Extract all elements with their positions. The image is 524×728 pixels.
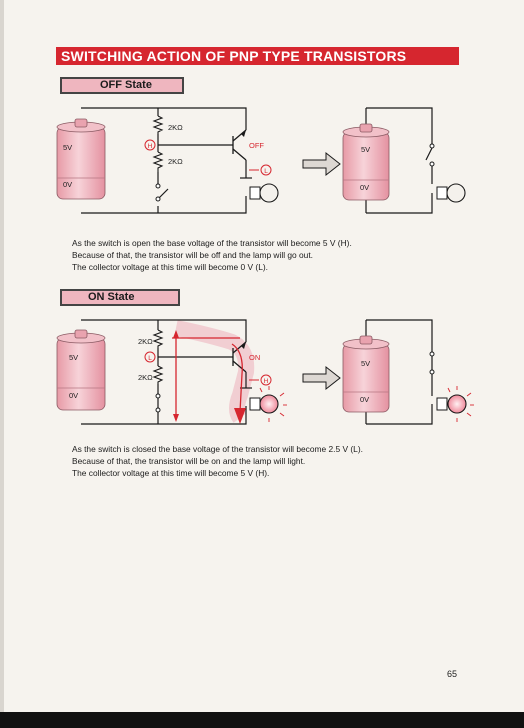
on-transistor-arrow [241,342,246,349]
off-battery [56,118,106,200]
on-switch-pivot [155,407,161,413]
off-transistor-arrow [241,130,246,137]
on-description-line-2: Because of that, the transistor will be … [72,456,306,466]
off-resistor-bottom-label: 2KΩ [168,157,183,166]
on-current-arrow-main [234,408,246,424]
off-battery-bottom-label: 0V [63,180,72,189]
on-lamp-socket [249,397,261,411]
on-lamp [259,394,279,414]
on-result-lamp [447,394,467,414]
on-description-line-3: The collector voltage at this time will … [72,468,270,478]
on-resistor-bottom-label: 2KΩ [138,373,153,382]
on-state-description: As the switch is closed the base voltage… [72,443,363,479]
on-current-arrow-up [173,330,179,338]
off-collector-marker [260,164,272,176]
on-transistor-status: ON [249,353,260,362]
off-result-battery-top-label: 5V [361,145,370,154]
on-result-arrow [302,365,341,391]
off-result-battery [342,123,390,201]
off-result-wires [365,107,433,214]
off-battery-top-label: 5V [63,143,72,152]
on-circuit-wires [81,319,252,425]
off-result-lamp-socket [436,186,448,200]
page-title: SWITCHING ACTION OF PNP TYPE TRANSISTORS [56,47,459,65]
on-current-arrow-down [173,414,179,422]
on-state-label: ON State [60,289,180,306]
on-resistor-top-label: 2KΩ [138,337,153,346]
on-collector-marker [260,374,272,386]
on-result-switch-bottom [429,369,435,375]
off-resistor-top [152,115,164,134]
on-result-battery-top-label: 5V [361,359,370,368]
on-resistor-bottom [152,365,164,384]
on-description-line-1: As the switch is closed the base voltage… [72,444,363,454]
off-state-label: OFF State [60,77,184,94]
off-switch-pivot [155,196,161,202]
on-battery [56,329,106,411]
off-result-battery-bottom-label: 0V [360,183,369,192]
off-base-marker [144,139,156,151]
off-base-marker-text: H [148,143,153,150]
on-switch-contact [155,393,161,399]
off-transistor-status: OFF [249,141,264,150]
scan-bottom-edge [0,712,524,728]
off-result-arrow [302,151,341,177]
off-lamp-socket [249,186,261,200]
on-result-lamp-socket [436,397,448,411]
off-switch-contact [155,183,161,189]
on-current-arrows [172,337,243,420]
off-collector-marker-text: L [264,168,268,175]
off-resistor-top-label: 2KΩ [168,123,183,132]
on-battery-bottom-label: 0V [69,391,78,400]
on-result-battery-bottom-label: 0V [360,395,369,404]
on-battery-top-label: 5V [69,353,78,362]
on-collector-marker-text: H [264,378,269,385]
page-number: 65 [447,669,458,679]
on-result-battery [342,335,390,413]
off-result-switch-top [429,143,435,149]
off-resistor-bottom [152,151,164,172]
on-lamp-rays [259,386,287,422]
off-state-description: As the switch is open the base voltage o… [72,237,352,273]
off-description-line-3: The collector voltage at this time will … [72,262,268,272]
on-base-marker-text: L [148,355,152,362]
on-current-flow-band [174,320,255,423]
on-resistor-top [152,329,164,348]
on-base-marker [144,351,156,363]
off-description-line-1: As the switch is open the base voltage o… [72,238,352,248]
on-result-switch-top [429,351,435,357]
on-result-lamp-rays [447,386,474,422]
off-description-line-2: Because of that, the transistor will be … [72,250,313,260]
page-edge [0,0,4,728]
